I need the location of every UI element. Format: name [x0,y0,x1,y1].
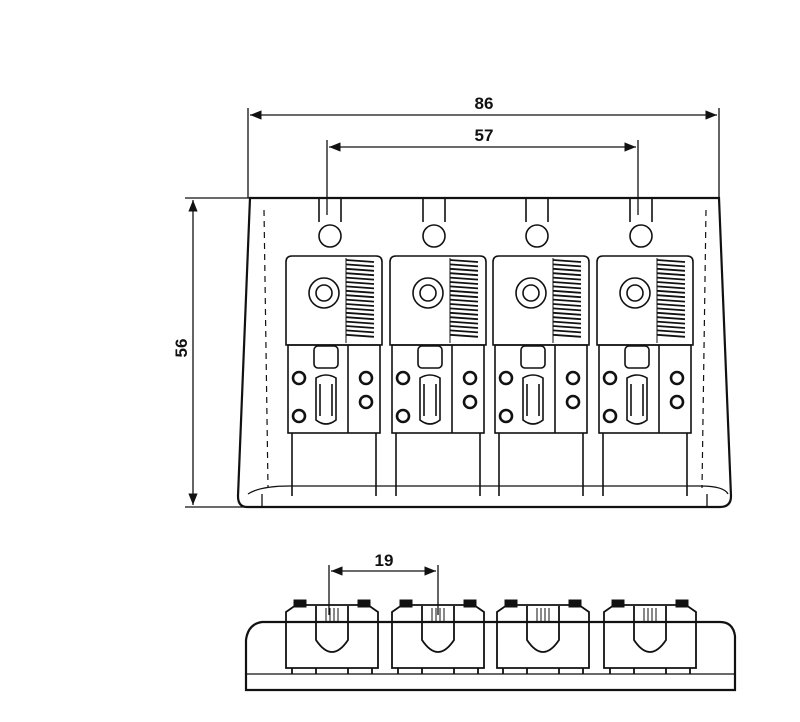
height-screw [498,408,514,424]
saddle-side-3 [496,599,590,674]
spring-coil [552,258,582,343]
height-screw [602,408,618,424]
dimension-height: 56 [172,197,250,508]
dimension-label-86: 86 [475,94,494,113]
height-screw [462,370,478,386]
height-screw [358,394,374,410]
dimension-label-57: 57 [475,126,494,145]
height-screw [565,370,581,386]
dimension-string-span: 57 [326,126,639,215]
height-screw [291,370,307,386]
height-screw [395,370,411,386]
height-screw [291,408,307,424]
dimension-string-spacing: 19 [328,551,439,615]
saddle-side-2 [391,599,485,674]
saddle-top-4 [596,199,694,496]
dimension-label-19: 19 [375,551,394,570]
height-screw [498,370,514,386]
spring-coil [345,258,375,343]
saddle-side-1 [285,599,379,674]
dimension-label-56: 56 [172,339,191,358]
height-screw [669,370,685,386]
height-screw [565,394,581,410]
spring-coil [656,258,686,343]
dimension-overall-width: 86 [247,94,720,198]
bridge-base-plate [236,196,733,509]
saddle-top-3 [492,199,590,496]
height-screw [395,408,411,424]
height-screw [669,394,685,410]
height-screw [358,370,374,386]
saddle-top-1 [285,199,383,496]
spring-coil [449,258,479,343]
saddle-group-side-view [285,599,697,674]
height-screw [462,394,478,410]
saddle-side-4 [603,599,697,674]
intonation-screw-hole [318,224,342,248]
saddle-group-top-view [285,199,694,496]
intonation-screw-hole [525,224,549,248]
bridge-side-view [244,620,737,692]
saddle-top-2 [389,199,487,496]
intonation-screw-hole [422,224,446,248]
height-screw [602,370,618,386]
intonation-screw-hole [629,224,653,248]
